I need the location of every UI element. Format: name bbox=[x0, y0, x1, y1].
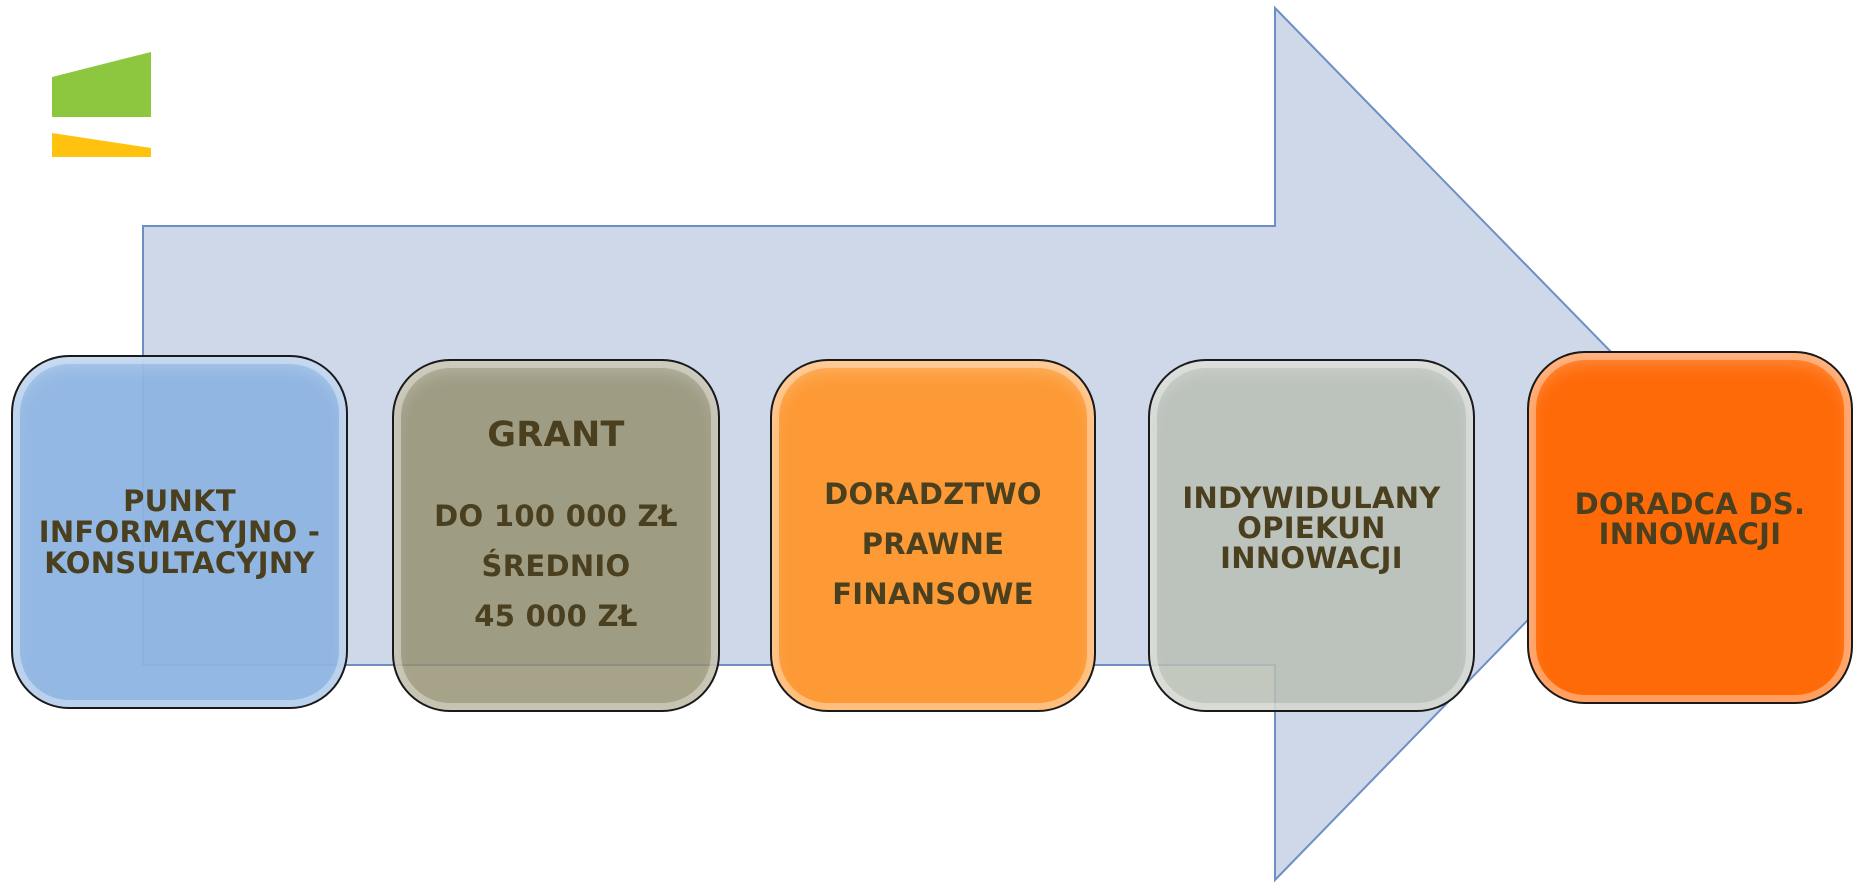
step-2-title: GRANT bbox=[487, 415, 625, 455]
step-box-innovation-guardian: INDYWIDULANY OPIEKUN INNOWACJI bbox=[1148, 359, 1475, 712]
step-3-line-1: DORADZTWO bbox=[824, 477, 1042, 511]
step-1-line-1: PUNKT bbox=[123, 483, 236, 518]
step-5-line-2: INNOWACJI bbox=[1598, 517, 1782, 551]
logo-green-bar bbox=[52, 52, 151, 117]
step-box-info-point: PUNKT INFORMACYJNO - KONSULTACYJNY bbox=[11, 355, 348, 709]
step-5-line-1: DORADCA DS. bbox=[1574, 487, 1806, 521]
logo-yellow-bar bbox=[52, 133, 151, 157]
step-box-grant: GRANT DO 100 000 ZŁ ŚREDNIO 45 000 ZŁ bbox=[392, 359, 720, 712]
step-3-line-3: FINANSOWE bbox=[832, 577, 1034, 611]
step-1-line-3: KONSULTACYJNY bbox=[44, 545, 315, 580]
step-3-line-2: PRAWNE bbox=[861, 527, 1005, 561]
step-2-line-3: 45 000 ZŁ bbox=[474, 599, 638, 633]
step-2-line-1: DO 100 000 ZŁ bbox=[434, 499, 678, 533]
step-1-line-2: INFORMACYJNO - bbox=[38, 514, 321, 549]
step-4-line-3: INNOWACJI bbox=[1220, 541, 1403, 575]
step-box-advisory: DORADZTWO PRAWNE FINANSOWE bbox=[770, 359, 1096, 712]
step-box-innovation-advisor: DORADCA DS. INNOWACJI bbox=[1527, 351, 1853, 704]
step-2-line-2: ŚREDNIO bbox=[481, 549, 631, 583]
step-4-line-1: INDYWIDULANY bbox=[1182, 481, 1441, 515]
step-4-line-2: OPIEKUN bbox=[1237, 511, 1386, 545]
